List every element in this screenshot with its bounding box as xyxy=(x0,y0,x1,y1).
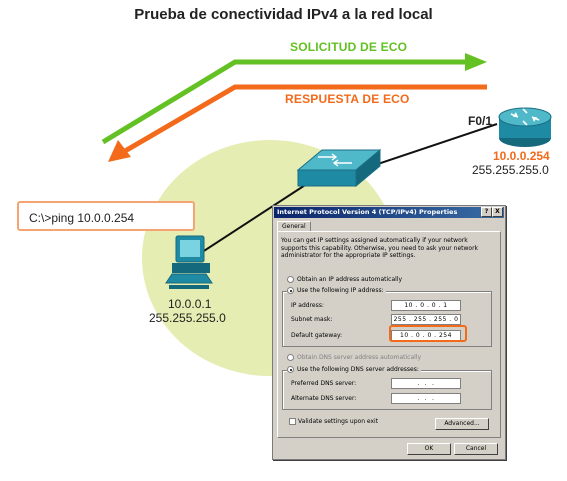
obtain-dns-label: Obtain DNS server address automatically xyxy=(297,354,422,361)
radio-icon xyxy=(287,354,294,361)
pc-mask: 255.255.255.0 xyxy=(149,311,226,325)
use-dns-label: Use the following DNS server addresses: xyxy=(297,366,419,373)
echo-reply-arrowhead xyxy=(108,140,131,162)
router-ip: 10.0.0.254 xyxy=(493,149,550,163)
help-button[interactable]: ? xyxy=(481,207,492,217)
cable-pc-switch xyxy=(189,177,317,261)
preferred-dns-input[interactable]: . . . xyxy=(391,378,461,389)
obtain-ip-radio[interactable]: Obtain an IP address automatically xyxy=(287,276,402,283)
use-ip-radio[interactable]: Use the following IP address: xyxy=(287,287,386,294)
cancel-button[interactable]: Cancel xyxy=(454,443,498,455)
radio-selected-icon xyxy=(287,287,294,294)
alternate-dns-label: Alternate DNS server: xyxy=(291,395,357,402)
cable-switch-router xyxy=(359,123,498,171)
echo-request-label: SOLICITUD DE ECO xyxy=(290,40,408,54)
default-gateway-label: Default gateway: xyxy=(291,332,343,339)
ip-address-label: IP address: xyxy=(291,302,324,309)
router-mask: 255.255.255.0 xyxy=(472,163,549,177)
echo-reply-arrow xyxy=(123,84,487,154)
use-dns-radio[interactable]: Use the following DNS server addresses: xyxy=(287,366,421,373)
echo-reply-label: RESPUESTA DE ECO xyxy=(285,92,410,106)
dialog-intro-text: You can get IP settings assigned automat… xyxy=(281,237,479,259)
subnet-mask-input[interactable]: 255 . 255 . 255 . 0 xyxy=(391,314,461,325)
use-ip-label: Use the following IP address: xyxy=(297,287,384,294)
radio-selected-icon xyxy=(287,366,294,373)
switch-icon xyxy=(296,148,382,188)
dialog-title: Internet Protocol Version 4 (TCP/IPv4) P… xyxy=(274,207,504,218)
alternate-dns-input[interactable]: . . . xyxy=(391,393,461,404)
router-icon xyxy=(498,107,552,147)
preferred-dns-label: Preferred DNS server: xyxy=(291,380,357,387)
gateway-highlight xyxy=(389,325,467,342)
tab-general[interactable]: General xyxy=(277,221,311,232)
radio-icon xyxy=(287,276,294,283)
pc-icon xyxy=(165,235,213,289)
echo-request-arrowhead xyxy=(465,53,487,71)
dns-settings-group xyxy=(282,370,492,410)
advanced-button[interactable]: Advanced... xyxy=(435,418,489,430)
ping-command-box: C:\>ping 10.0.0.254 xyxy=(17,201,195,231)
validate-label: Validate settings upon exit xyxy=(298,418,379,425)
obtain-ip-label: Obtain an IP address automatically xyxy=(297,276,403,283)
ip-settings-group xyxy=(282,291,492,347)
close-button[interactable]: X xyxy=(492,207,503,217)
general-panel xyxy=(277,231,501,438)
obtain-dns-radio[interactable]: Obtain DNS server address automatically xyxy=(287,354,421,361)
validate-checkbox[interactable] xyxy=(289,418,296,425)
page-title: Prueba de conectividad IPv4 a la red loc… xyxy=(134,6,433,23)
echo-request-arrow xyxy=(101,59,468,145)
ip-address-input[interactable]: 10 . 0 . 0 . 1 xyxy=(391,300,461,311)
subnet-mask-label: Subnet mask: xyxy=(291,316,333,323)
ok-button[interactable]: OK xyxy=(407,443,451,455)
pc-ip: 10.0.0.1 xyxy=(168,297,212,311)
router-port-label: F0/1 xyxy=(468,114,493,128)
